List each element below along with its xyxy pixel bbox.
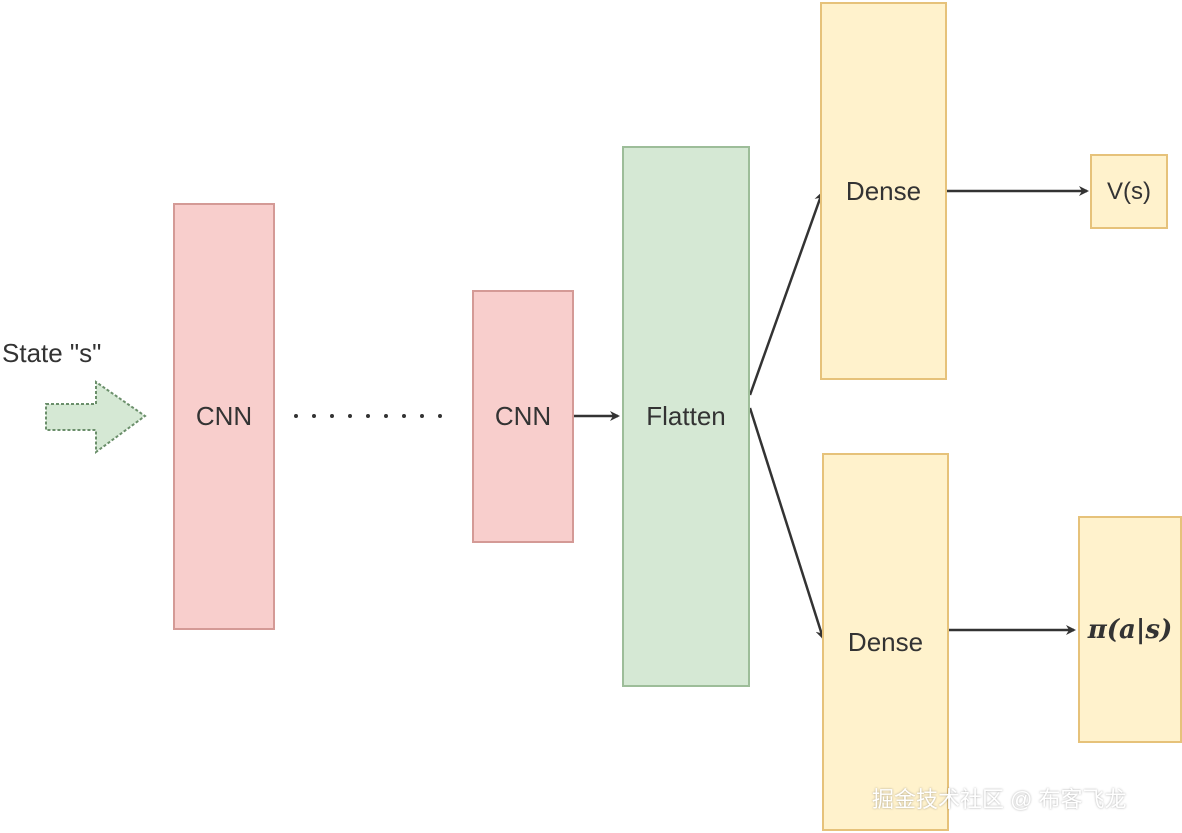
value-output-label: V(s) bbox=[1107, 177, 1151, 205]
watermark: 掘金技术社区 @ 布客飞龙 bbox=[872, 787, 1127, 812]
cnn-layer-last-label: CNN bbox=[494, 401, 552, 431]
input-arrow-icon bbox=[45, 380, 147, 454]
policy-output-label: π(a|s) bbox=[1087, 614, 1173, 645]
policy-output: π(a|s) bbox=[1078, 516, 1182, 743]
edge-flatten-to-dense-value bbox=[748, 191, 825, 396]
cnn-layer-last: CNN bbox=[472, 290, 574, 543]
state-input-label: State "s" bbox=[2, 338, 102, 368]
edge-flatten-to-dense-policy bbox=[748, 407, 826, 640]
value-output: V(s) bbox=[1090, 154, 1168, 229]
dense-layer-policy-label: Dense bbox=[847, 626, 924, 657]
dense-layer-policy: Dense bbox=[822, 453, 949, 831]
flatten-layer: Flatten bbox=[622, 146, 750, 687]
dense-layer-value-label: Dense bbox=[845, 175, 922, 206]
cnn-layer-first-label: CNN bbox=[195, 401, 253, 431]
flatten-layer-label: Flatten bbox=[646, 401, 726, 431]
dense-layer-value: Dense bbox=[820, 2, 947, 380]
cnn-layer-first: CNN bbox=[173, 203, 275, 630]
